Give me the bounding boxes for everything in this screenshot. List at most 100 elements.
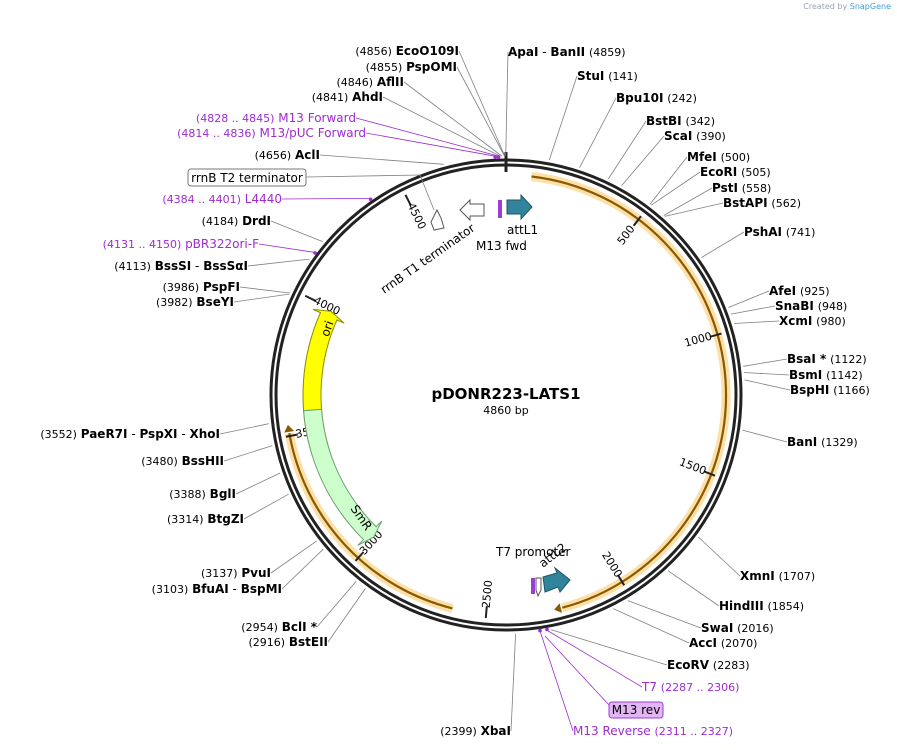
features [302,193,571,598]
enzyme-name: BstAPI [723,196,768,210]
primer-range: (4814 .. 4836) [177,127,256,140]
m13-rev-box [608,701,664,719]
enzyme-leader-line [743,358,788,367]
m13-rev-leader [544,635,610,706]
enzyme-position: (3986) [163,281,200,294]
enzyme-site: (4855) PspOMI [366,60,457,74]
enzyme-leader-line [664,202,724,217]
enzyme-leader-line [403,81,502,157]
enzyme-position: (4846) [336,76,373,89]
enzyme-leader-line [223,445,273,462]
enzyme-leader-line [579,97,617,168]
enzyme-site: Bpu10I (242) [616,91,697,105]
tick-mark [304,294,317,302]
enzyme-name: BglI [210,487,236,501]
enzyme-position: (1142) [826,369,863,382]
enzyme-name: SwaI [701,621,733,635]
enzyme-site: (4846) AflII [336,75,404,89]
enzyme-position: (2399) [440,725,477,738]
tick-mark [484,606,488,619]
attl2-feature [542,566,571,593]
enzyme-position: (2916) [248,636,285,649]
primer-range: (4384 .. 4401) [162,193,241,206]
primer-leader-line [539,631,574,732]
enzyme-site: PstI (558) [712,181,771,195]
enzyme-position: (3314) [167,513,204,526]
insert-arc-1-arrowhead [554,603,563,613]
enzyme-leader-line [607,120,647,180]
enzyme-position: (925) [800,285,830,298]
enzyme-leader-line [270,220,323,242]
m13-rev-label: M13 rev [612,703,661,717]
insert-arc-2 [288,433,453,610]
enzyme-leader-line [627,600,702,629]
enzyme-site: SnaBI (948) [775,299,847,313]
enzyme-name: BstEII [289,635,328,649]
smr-feature [303,408,383,546]
primer-leader-line [546,630,643,688]
enzyme-position: (948) [818,300,848,313]
watermark-prefix: Created by [803,2,848,11]
enzyme-position: (2070) [721,637,758,650]
enzyme-leader-line [319,154,444,165]
enzyme-site: (4856) EcoO109I [355,44,459,58]
t7-promoter-feature [535,577,542,598]
rrnb-t2-box [187,168,307,187]
enzyme-leader-line [316,580,357,628]
primer-site: (4828 .. 4845) M13 Forward [196,111,356,125]
enzyme-leader-line [270,540,317,574]
enzyme-site: (4184) DrdI [202,214,271,228]
tick-mark [354,551,365,562]
attl1-label: attL1 [507,223,538,237]
enzyme-position: (3552) [40,428,77,441]
tick-mark [703,470,716,477]
enzyme-site: (4113) BssSI - BssSαI [114,259,248,273]
enzyme-name-2: BspMI [241,582,282,596]
tick-mark [709,332,722,338]
enzyme-name: EcoO109I [396,44,459,58]
enzyme-name: PshAI [744,225,782,239]
enzyme-position: (980) [816,315,846,328]
enzyme-name: PspFI [203,280,240,294]
tick-mark [617,574,626,586]
enzyme-site: (2399) XbaI [440,724,511,738]
enzyme-site: (3388) BglI [169,487,236,501]
enzyme-name: PvuI [241,566,271,580]
enzyme-site: HindIII (1854) [719,599,804,613]
enzyme-leader-line [235,472,281,495]
tick-label: 1000 [683,330,713,350]
enzyme-site: (3103) BfuAI - BspMI [152,582,282,596]
enzyme-site: XmnI (1707) [740,569,815,583]
enzyme-name: DrdI [242,214,271,228]
enzyme-leader-line [327,588,366,643]
enzyme-leader-line [667,570,720,607]
enzyme-leader-line [728,290,770,308]
tick-label: 2500 [480,580,495,609]
enzyme-name: XmnI [740,569,775,583]
enzyme-leader-line [247,258,310,267]
enzyme-name: PspOMI [406,60,457,74]
enzyme-name: Bpu10I [616,91,663,105]
enzyme-leader-line [698,536,741,577]
enzyme-name: HindIII [719,599,764,613]
enzyme-site: StuI (141) [577,69,638,83]
enzyme-name: BsmI [789,368,822,382]
enzyme-site: AccI (2070) [689,636,757,650]
enzyme-name: AhdI [352,90,383,104]
enzyme-position: (390) [696,130,726,143]
t7-promoter-label: T7 promoter [495,545,571,559]
enzyme-position: (558) [742,182,772,195]
tick-label: 4500 [405,201,429,232]
primer-site-mark [368,197,373,202]
enzyme-site: (3137) PvuI [201,566,271,580]
enzyme-name: XbaI [481,724,511,738]
enzyme-site: EcoRV (2283) [667,658,750,672]
enzyme-position: (1854) [768,600,805,613]
enzyme-site: AfeI (925) [769,284,830,298]
primer-range: (2287 .. 2306) [661,681,740,694]
tick-label: 2000 [599,549,625,580]
enzyme-site: BstBI (342) [646,114,715,128]
m13-fwd-feature [498,200,502,218]
enzyme-site: (2954) BclI * [241,620,317,634]
